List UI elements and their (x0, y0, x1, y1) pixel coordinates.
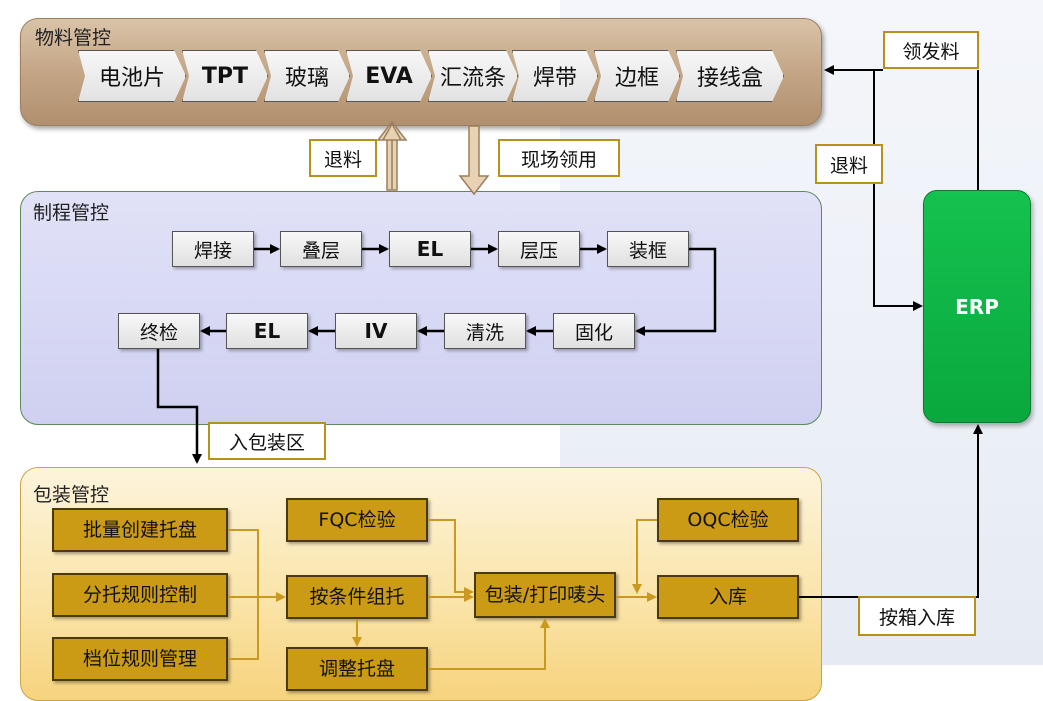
group-pallet-box[interactable]: 按条件组托 (286, 575, 428, 619)
site-pick-label: 现场领用 (498, 139, 620, 177)
adjust-pallet-box[interactable]: 调整托盘 (286, 647, 428, 691)
box-warehouse-label: 按箱入库 (858, 596, 976, 636)
material-tab-glass[interactable]: 玻璃 (264, 50, 350, 102)
process-step-lamination[interactable]: 层压 (498, 231, 580, 267)
process-step-welding[interactable]: 焊接 (172, 231, 254, 267)
process-control-panel: 制程管控 (20, 191, 822, 425)
material-tab-frame[interactable]: 边框 (594, 50, 680, 102)
material-tab-tpt[interactable]: TPT (182, 50, 268, 102)
material-tab-eva[interactable]: EVA (346, 50, 432, 102)
pack-print-mark-box[interactable]: 包装/打印唛头 (474, 572, 616, 618)
process-step-iv[interactable]: IV (335, 313, 417, 349)
fqc-inspection-box[interactable]: FQC检验 (286, 498, 428, 542)
return-material-up-arrow (376, 120, 408, 191)
material-tab-cell[interactable]: 电池片 (78, 50, 186, 102)
process-control-title: 制程管控 (33, 202, 110, 224)
material-tab-busbar[interactable]: 汇流条 (428, 50, 518, 102)
warehouse-in-box[interactable]: 入库 (657, 575, 799, 619)
to-packing-area-label: 入包装区 (208, 422, 326, 460)
packaging-control-title: 包装管控 (33, 484, 110, 506)
erp-return-material-label: 退料 (815, 144, 883, 184)
site-pick-down-arrow (458, 125, 490, 196)
process-step-curing[interactable]: 固化 (553, 313, 635, 349)
process-step-el-1[interactable]: EL (389, 231, 471, 267)
process-step-layup[interactable]: 叠层 (280, 231, 362, 267)
process-step-final-inspection[interactable]: 终检 (118, 313, 200, 349)
material-tab-ribbon[interactable]: 焊带 (512, 50, 598, 102)
process-step-cleaning[interactable]: 清洗 (444, 313, 526, 349)
batch-create-pallet-box[interactable]: 批量创建托盘 (52, 508, 228, 552)
material-control-title: 物料管控 (35, 27, 112, 49)
material-tab-junction-box[interactable]: 接线盒 (676, 50, 784, 102)
issue-material-label: 领发料 (883, 31, 979, 69)
pallet-rule-control-box[interactable]: 分托规则控制 (52, 573, 228, 617)
return-material-label: 退料 (309, 139, 377, 177)
erp-system-box[interactable]: ERP (923, 190, 1031, 423)
process-step-el-2[interactable]: EL (226, 313, 308, 349)
grade-rule-management-box[interactable]: 档位规则管理 (52, 637, 228, 681)
oqc-inspection-box[interactable]: OQC检验 (657, 498, 799, 542)
process-step-framing[interactable]: 装框 (607, 231, 689, 267)
